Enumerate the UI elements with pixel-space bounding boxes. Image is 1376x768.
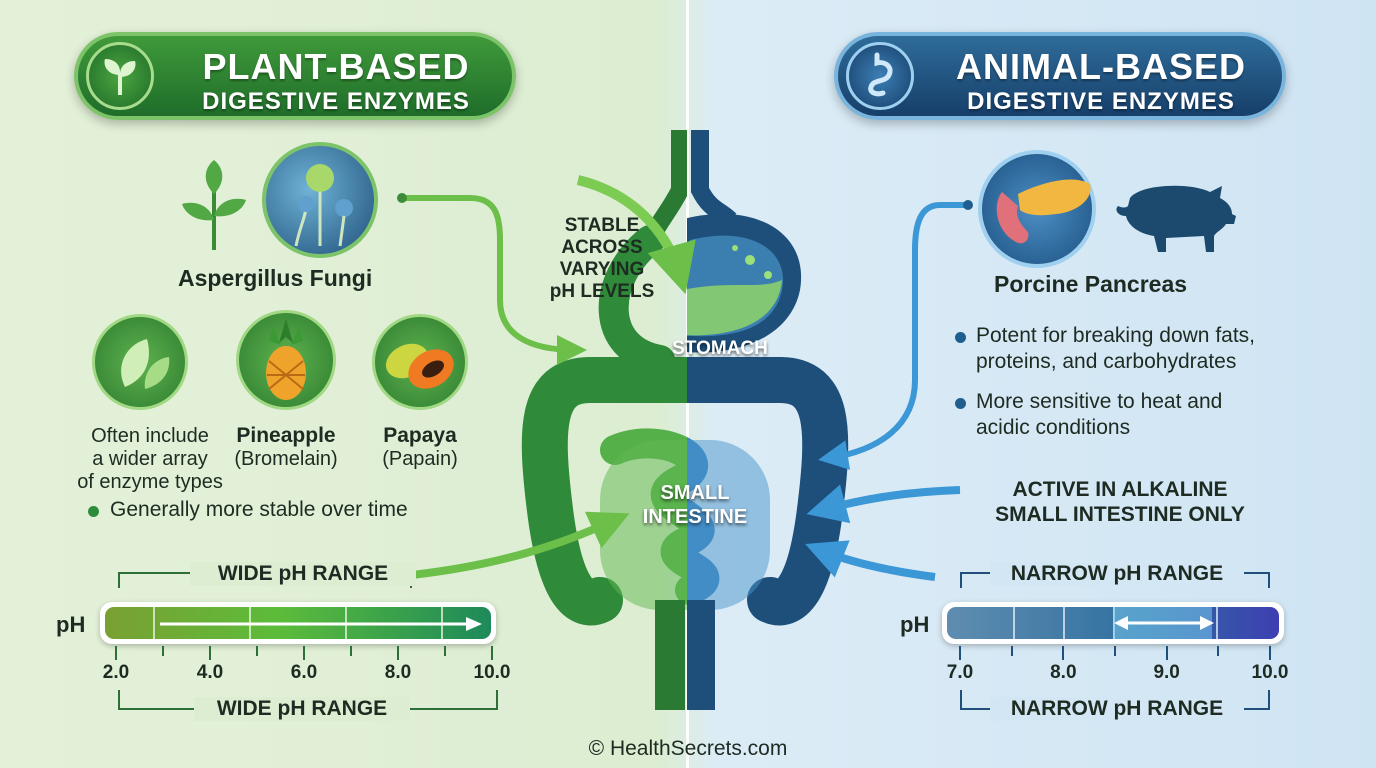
plant-note-line1: Often include	[91, 425, 209, 447]
stable-line2: ACROSS	[561, 237, 643, 258]
ph-minor-tick	[1010, 646, 1013, 656]
papaya-label: Papaya	[383, 424, 457, 447]
papaya-icon	[372, 314, 468, 410]
ph-minor-tick	[350, 646, 352, 656]
animal-range-label-bottom: NARROW pH RANGE	[990, 697, 1244, 721]
ph-tick-label: 6.0	[290, 662, 318, 683]
ph-tick-mark	[959, 646, 961, 660]
animal-based-banner: ANIMAL-BASED DIGESTIVE ENZYMES	[834, 32, 1286, 120]
ph-tick-label: 9.0	[1153, 662, 1180, 683]
plant-range-label-bottom: WIDE pH RANGE	[194, 697, 410, 721]
ph-minor-tick	[1217, 646, 1220, 656]
pig-icon	[1116, 185, 1236, 252]
stable-line1: STABLE	[564, 215, 640, 236]
stable-line4: pH LEVELS	[549, 281, 655, 302]
ph-tick-mark	[1062, 646, 1065, 660]
plant-ph-label: pH	[56, 612, 86, 637]
stomach-label: STOMACH	[672, 338, 768, 359]
copyright: © HealthSecrets.com	[588, 737, 788, 760]
animal-ph-label: pH	[900, 612, 930, 637]
small-intestine-line2: INTESTINE	[642, 506, 748, 528]
ph-tick-label: 4.0	[196, 662, 224, 683]
ph-tick-mark	[303, 646, 305, 660]
ph-tick-mark	[209, 646, 211, 660]
animal-bullet1-line1: Potent for breaking down fats,	[976, 324, 1255, 347]
plant-ph-arrow	[160, 617, 482, 631]
plant-bullet-text: Generally more stable over time	[110, 498, 408, 521]
animal-bullet1-line2: proteins, and carbohydrates	[976, 350, 1237, 373]
plant-range-label-top: WIDE pH RANGE	[190, 562, 416, 586]
ph-tick-label: 10.0	[1251, 662, 1289, 683]
plant-title-line2: DIGESTIVE ENZYMES	[202, 88, 470, 115]
leaves-icon	[92, 314, 188, 410]
ph-minor-tick	[162, 646, 164, 656]
pineapple-icon	[236, 310, 336, 410]
animal-bullet2-line2: acidic conditions	[976, 416, 1131, 439]
ph-tick-label: 7.0	[946, 662, 974, 683]
animal-ph-double-arrow	[1114, 616, 1214, 630]
animal-ph-dividers	[1013, 607, 1218, 639]
animal-title-line2: DIGESTIVE ENZYMES	[967, 88, 1235, 115]
pineapple-label: Pineapple	[236, 424, 336, 447]
active-line1: ACTIVE IN ALKALINE	[1012, 478, 1228, 501]
papain-label: (Papain)	[382, 448, 458, 470]
stable-line3: VARYING	[559, 259, 645, 280]
plant-ph-bar	[100, 602, 496, 644]
plant-based-banner: PLANT-BASED DIGESTIVE ENZYMES	[74, 32, 516, 120]
small-intestine-line1: SMALL	[660, 482, 730, 504]
ph-tick-mark	[397, 646, 399, 660]
ph-tick-label: 8.0	[1050, 662, 1077, 683]
ph-tick-mark	[491, 646, 493, 660]
aspergillus-fungi-label: Aspergillus Fungi	[178, 265, 373, 291]
ph-tick-label: 2.0	[102, 662, 130, 683]
plant-note-line2: a wider array	[92, 448, 208, 470]
ph-tick-mark	[1269, 646, 1271, 660]
ph-minor-tick	[444, 646, 446, 656]
sprout-icon	[182, 160, 246, 250]
animal-bullet2-line1: More sensitive to heat and	[976, 390, 1223, 413]
bromelain-label: (Bromelain)	[234, 448, 338, 470]
plant-bullet-dot	[88, 506, 99, 517]
animal-ph-bar	[942, 602, 1284, 644]
animal-ph-gradient	[947, 607, 1279, 639]
animal-bullet1-dot	[955, 332, 966, 343]
plant-title-line1: PLANT-BASED	[202, 46, 470, 87]
ph-minor-tick	[1114, 646, 1116, 656]
aspergillus-fungi-icon	[262, 142, 378, 258]
animal-bullet2-dot	[955, 398, 966, 409]
ph-tick-label: 8.0	[384, 662, 412, 683]
animal-range-label-top: NARROW pH RANGE	[990, 562, 1244, 586]
plant-note-line3: of enzyme types	[77, 471, 223, 493]
pancreas-icon	[978, 150, 1096, 268]
porcine-pancreas-label: Porcine Pancreas	[994, 271, 1188, 297]
digestive-system-illustration	[521, 130, 849, 710]
ph-tick-mark	[1165, 646, 1168, 660]
ph-tick-label: 10.0	[473, 662, 511, 683]
ph-tick-mark	[115, 646, 117, 660]
leaf-sprout-icon	[86, 42, 154, 110]
animal-title-line1: ANIMAL-BASED	[956, 46, 1246, 87]
stomach-intestine-icon	[846, 42, 914, 110]
ph-minor-tick	[256, 646, 258, 656]
active-line2: SMALL INTESTINE ONLY	[995, 503, 1245, 526]
